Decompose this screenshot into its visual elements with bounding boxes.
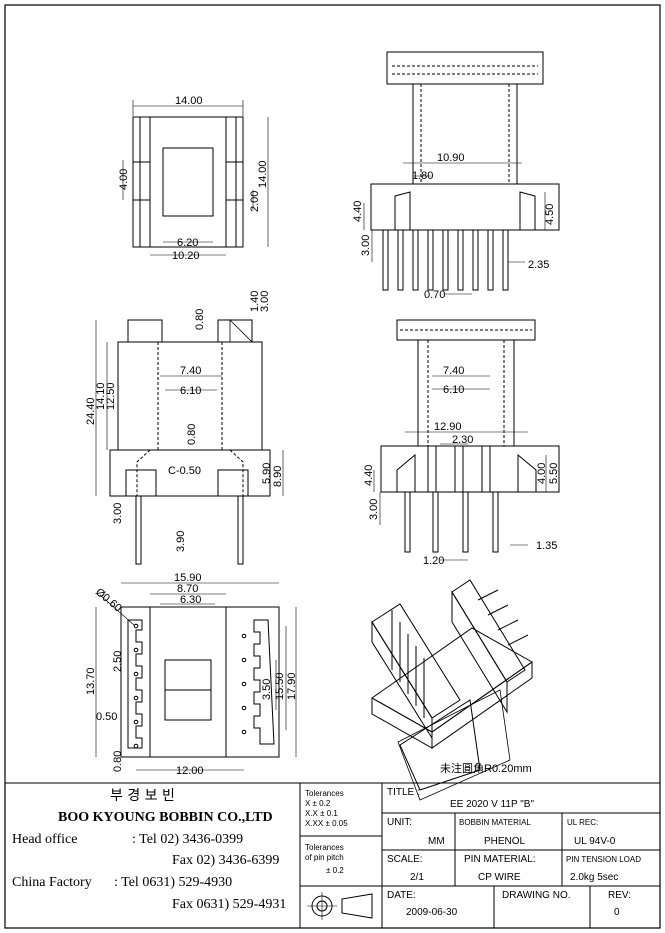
tolerances-title: Tolerances bbox=[305, 789, 344, 798]
dim-tr-pin-len: 3.00 bbox=[360, 235, 372, 256]
view-top-right bbox=[363, 51, 560, 295]
bobbin-material-value: PHENOL bbox=[484, 836, 526, 847]
dim-mr-pin-len: 3.00 bbox=[368, 499, 380, 520]
date-value: 2009-06-30 bbox=[406, 907, 458, 918]
dim-mr-h-right: 4.00 bbox=[536, 463, 548, 484]
dim-ml-w1: 7.40 bbox=[180, 365, 201, 377]
dim-bl-h-left: 13.70 bbox=[85, 667, 97, 695]
dim-tr-pitch: 1.80 bbox=[412, 170, 433, 182]
title-label: TITLE : bbox=[387, 787, 420, 798]
view-top-left bbox=[122, 100, 269, 256]
drawing-border bbox=[4, 4, 661, 929]
view-isometric bbox=[371, 579, 533, 801]
dim-mr-h-right2: 5.50 bbox=[548, 463, 560, 484]
dim-tr-h-left: 4.40 bbox=[352, 201, 364, 222]
pin-tension-value: 2.0kg 5sec bbox=[570, 872, 618, 883]
pin-material-value: CP WIRE bbox=[478, 872, 521, 883]
dim-tr-h-right: 4.50 bbox=[544, 204, 556, 225]
dim-bl-hole: Ø0.60 bbox=[93, 586, 124, 614]
china-factory-fax: Fax 0631) 529-4931 bbox=[172, 897, 286, 912]
rev-value: 0 bbox=[614, 907, 620, 918]
ul-rec-label: UL REC: bbox=[567, 818, 598, 827]
dim-tl-w2: 10.20 bbox=[172, 250, 200, 262]
company-name: BOO KYOUNG BOBBIN CO.,LTD bbox=[58, 810, 273, 825]
date-label: DATE: bbox=[387, 890, 416, 901]
dim-bl-h-r1: 3.50 bbox=[261, 679, 273, 700]
dim-mr-w1: 7.40 bbox=[443, 365, 464, 377]
dim-ml-chamfer: C-0.50 bbox=[168, 465, 201, 477]
dim-bl-p2: 0.50 bbox=[96, 711, 117, 723]
dim-bl-h-r3: 17.90 bbox=[286, 672, 298, 700]
dim-tl-right-h: 14.00 bbox=[257, 160, 269, 188]
dim-bl-p1: 2.50 bbox=[112, 651, 124, 672]
drawing-title: EE 2020 V 11P "B" bbox=[450, 799, 534, 810]
ul-rec-value: UL 94V-0 bbox=[574, 836, 616, 847]
china-factory-tel: : Tel 0631) 529-4930 bbox=[114, 875, 232, 890]
pin-material-label: PIN MATERIAL: bbox=[464, 854, 536, 865]
dim-ml-w2: 6.10 bbox=[180, 385, 201, 397]
unit-value: MM bbox=[428, 836, 445, 847]
pitch-tolerance-title-2: of pin pitch bbox=[305, 853, 344, 862]
view-mid-right bbox=[373, 319, 560, 561]
pitch-tolerance-value: ± 0.2 bbox=[326, 866, 344, 875]
dim-bl-w2: 8.70 bbox=[177, 583, 198, 595]
dim-bl-w1: 15.90 bbox=[174, 572, 202, 584]
pitch-tolerance-title-1: Tolerances bbox=[305, 843, 344, 852]
dim-tl-width: 14.00 bbox=[175, 95, 203, 107]
dim-tl-w1: 6.20 bbox=[177, 237, 198, 249]
tolerance-row-2: X.X ± 0.1 bbox=[305, 809, 338, 818]
head-office-fax: Fax 02) 3436-6399 bbox=[172, 853, 279, 868]
title-block bbox=[5, 782, 660, 928]
rev-label: REV: bbox=[608, 890, 631, 901]
dim-bl-p3: 0.80 bbox=[112, 751, 124, 772]
company-korean-name: 부 경 보 빈 bbox=[110, 788, 175, 804]
dim-ml-pin-ext: 3.90 bbox=[175, 531, 187, 552]
china-factory-label: China Factory bbox=[12, 875, 92, 890]
scale-label: SCALE: bbox=[387, 854, 423, 865]
dim-mr-pin-off: 1.35 bbox=[536, 540, 557, 552]
scale-value: 2/1 bbox=[410, 872, 424, 883]
head-office-label: Head office bbox=[12, 832, 77, 847]
dim-bl-h-r2: 15.50 bbox=[274, 672, 286, 700]
tolerance-row-1: X ± 0.2 bbox=[305, 799, 331, 808]
dim-tr-pin-w: 0.70 bbox=[424, 289, 445, 301]
unit-label: UNIT: bbox=[387, 817, 412, 828]
dim-mr-w2: 6.10 bbox=[443, 384, 464, 396]
dim-tl-left-h: 4.00 bbox=[118, 169, 130, 190]
dim-mr-pin-w: 1.20 bbox=[423, 555, 444, 567]
dim-tr-pin-off: 2.35 bbox=[528, 259, 549, 271]
dim-ml-gap: 0.80 bbox=[186, 424, 198, 445]
dim-mr-h-left: 4.40 bbox=[363, 465, 375, 486]
dim-ml-h3: 5.90 bbox=[261, 463, 273, 484]
dim-ml-slot: 0.80 bbox=[194, 309, 206, 330]
dim-tr-span: 10.90 bbox=[437, 152, 465, 164]
dim-ml-top2: 3.00 bbox=[259, 291, 271, 312]
dim-mr-pitch: 2.30 bbox=[452, 434, 473, 446]
iso-note: 未注圓角R0.20mm bbox=[440, 761, 532, 775]
bobbin-material-label: BOBBIN MATERIAL bbox=[459, 818, 531, 827]
view-bottom-left bbox=[95, 582, 297, 771]
dim-tl-inner-h: 2.00 bbox=[249, 191, 261, 212]
pin-tension-label: PIN TENSION LOAD bbox=[566, 855, 641, 864]
dim-ml-top1: 1.40 bbox=[249, 291, 261, 312]
dim-ml-h-total: 24.40 bbox=[85, 397, 97, 425]
dim-ml-pin-len: 3.00 bbox=[112, 503, 124, 524]
dim-mr-span: 12.90 bbox=[434, 421, 462, 433]
head-office-tel: : Tel 02) 3436-0399 bbox=[132, 832, 243, 847]
view-mid-left bbox=[95, 319, 284, 565]
dim-ml-h2: 12.50 bbox=[105, 382, 117, 410]
dim-ml-h4: 8.90 bbox=[272, 466, 284, 487]
dim-ml-h1: 14.10 bbox=[95, 382, 107, 410]
tolerance-row-3: X.XX ± 0.05 bbox=[305, 819, 348, 828]
drawing-no-label: DRAWING NO. bbox=[502, 890, 571, 901]
dim-bl-w-bottom: 12.00 bbox=[176, 765, 204, 777]
dim-bl-w3: 6.30 bbox=[180, 594, 201, 606]
